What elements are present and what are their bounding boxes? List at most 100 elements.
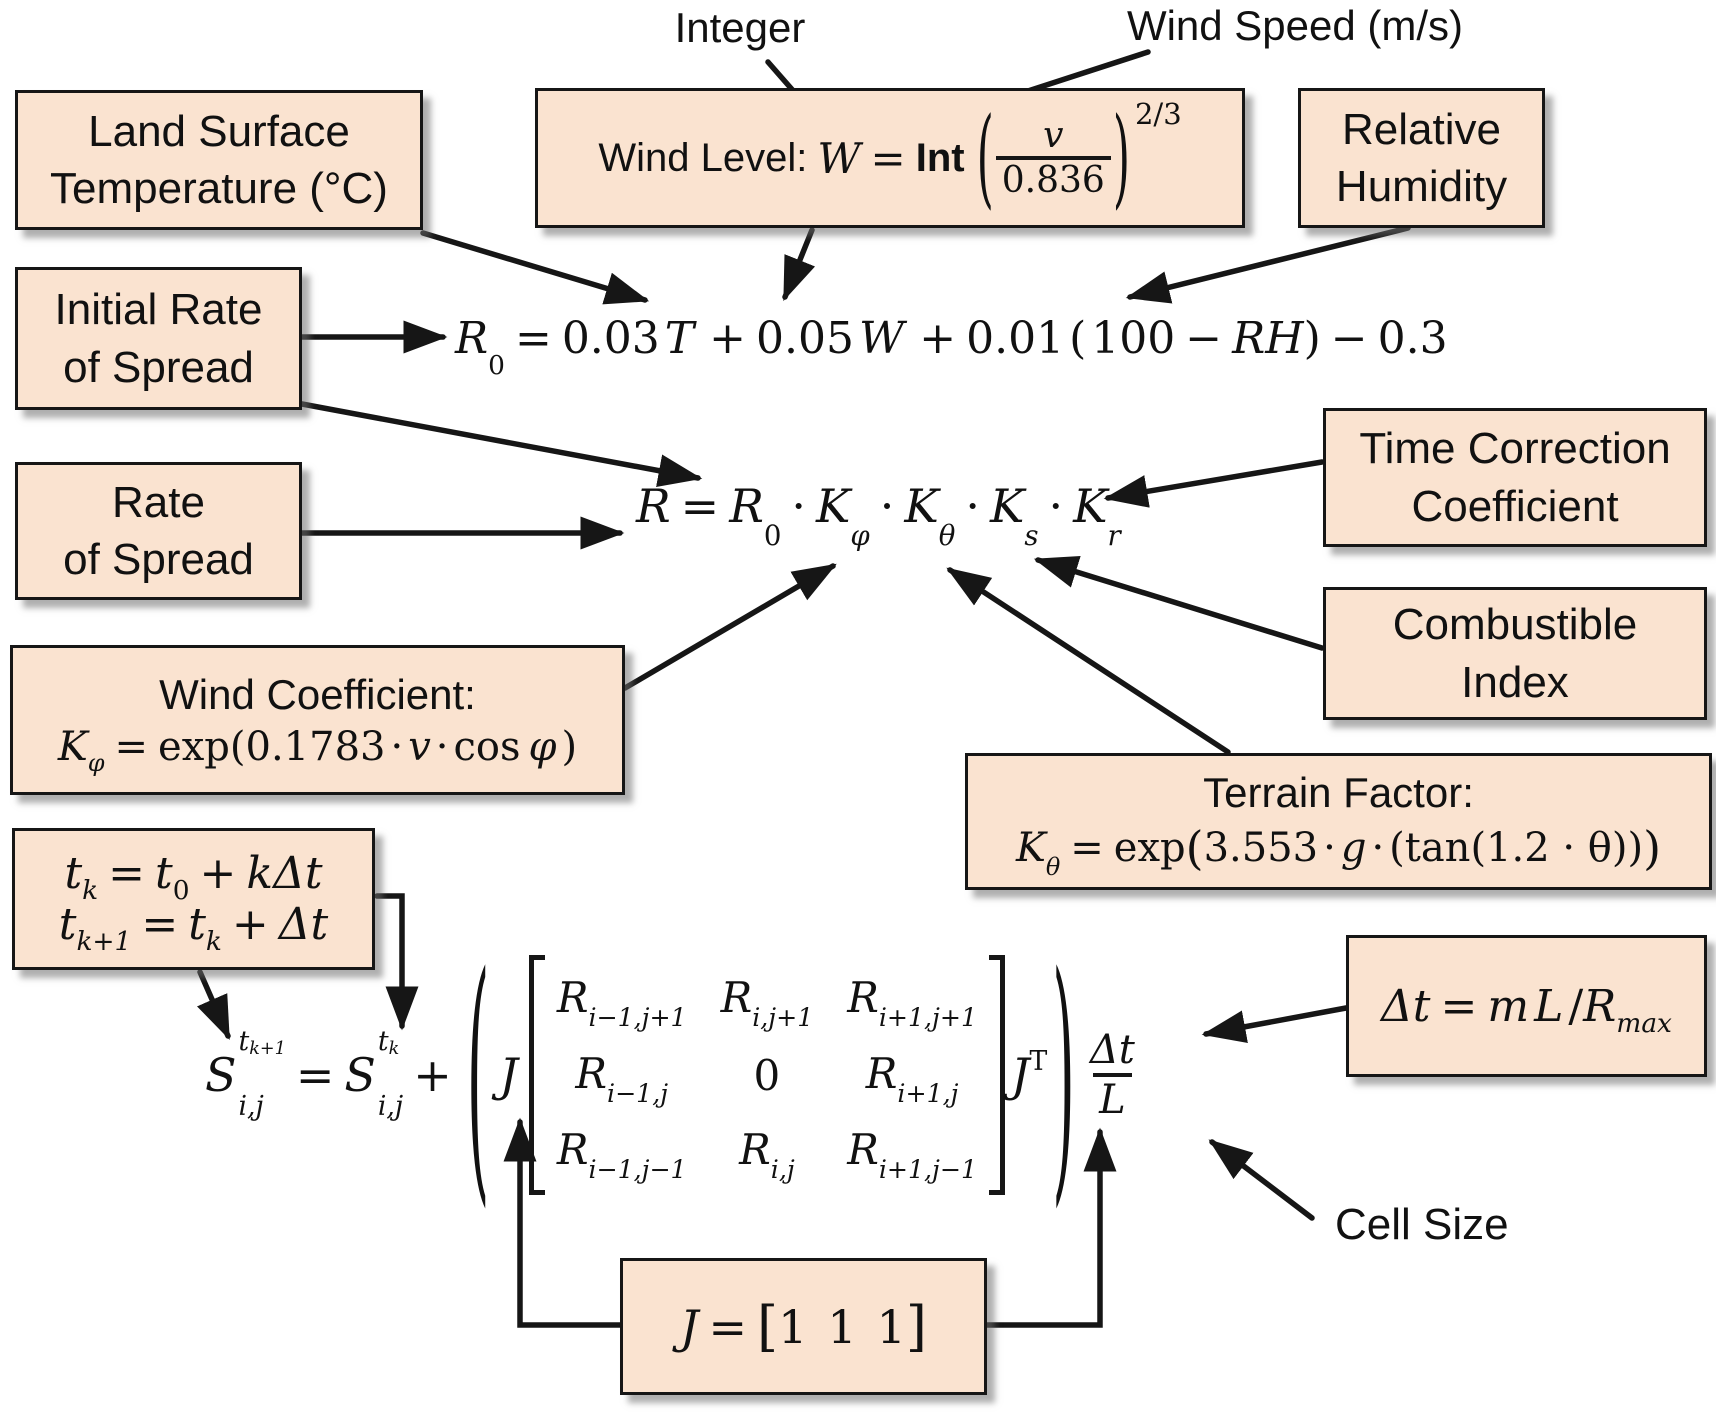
terrain-factor-arrow	[946, 567, 1231, 755]
tf-exp-fn: exp	[1113, 824, 1186, 871]
tf-lp: (	[1185, 820, 1204, 875]
wc-const: 0.1783	[245, 724, 386, 771]
initial-rate-line2: of Spread	[63, 342, 254, 392]
big-open-paren-icon: (	[466, 918, 490, 1232]
tk1-t0sub: 0	[172, 875, 190, 907]
wind-level-numerator: v	[1043, 114, 1064, 156]
tk1-plus: +	[199, 848, 237, 899]
combustible-index-box: Combustible Index	[1323, 587, 1707, 720]
matrix-cell-20: Ri−1,j−1	[556, 1124, 687, 1185]
r-Kr: K	[1073, 479, 1108, 533]
wc-phi: φ	[528, 724, 557, 771]
combustible-line1: Combustible	[1392, 600, 1638, 650]
r0-W: W	[858, 312, 905, 364]
terrain-title: Terrain Factor:	[1203, 769, 1474, 817]
matrix-cell-00: Ri−1,j+1	[556, 972, 687, 1033]
wind-level-w: W	[817, 133, 861, 183]
r-dot3: ·	[965, 479, 980, 533]
r0-base: R	[455, 312, 489, 364]
r-Ks: K	[989, 479, 1025, 533]
wind-level-box: Wind Level: W = Int ( v 0.836 ) 2/3	[535, 88, 1245, 228]
tf-eq: =	[1070, 824, 1104, 871]
integer-label: Integer	[674, 4, 806, 51]
r0-100: 100	[1091, 312, 1176, 364]
s-equation: S tk+1 i,j = S tk i,j + ( J Ri−1,j+1 Ri,…	[205, 919, 1141, 1232]
matrix-close-bracket-icon	[989, 955, 1005, 1195]
r0-RH: RH	[1232, 312, 1304, 364]
matrix-cell-21: Ri,j	[739, 1124, 795, 1185]
tk2-sub: k+1	[76, 926, 132, 958]
r0-rp: )	[1303, 312, 1321, 364]
tk2-dt: Δt	[278, 899, 329, 950]
j-vector-box: J = [ 1 1 1 ]	[620, 1258, 987, 1395]
tk1-eq: =	[108, 848, 146, 899]
matrix-cell-10: Ri−1,j	[575, 1048, 669, 1109]
open-bracket-icon: [	[757, 1295, 779, 1358]
rate-line2: of Spread	[63, 535, 254, 584]
j-one-1: 1	[778, 1299, 808, 1354]
open-paren-icon: (	[976, 95, 994, 221]
cell-size-arrow	[1208, 1139, 1315, 1221]
wind-coefficient-title: Wind Coefficient:	[159, 670, 476, 718]
r0-c1: 0.03	[561, 312, 660, 364]
j-eq: =	[708, 1299, 747, 1354]
dt-L: L	[1534, 980, 1564, 1032]
r0-sub: 0	[488, 350, 505, 382]
s-J: J	[499, 1048, 518, 1102]
matrix-cells: Ri−1,j+1 Ri,j+1 Ri+1,j+1 Ri−1,j 0 Ri+1,j…	[545, 955, 989, 1195]
rate-line1: Rate	[112, 477, 205, 527]
wc-eq: =	[114, 724, 149, 771]
wc-rp: )	[561, 724, 578, 771]
wind-coefficient-arrow	[622, 563, 837, 691]
r0-c3: 0.01	[966, 312, 1065, 364]
big-close-paren-icon: )	[1052, 918, 1075, 1232]
r-Ktheta: K	[904, 479, 939, 533]
tk2-plus: +	[231, 899, 269, 950]
combustible-line2: Index	[1461, 657, 1569, 707]
tk1-t0: t	[155, 848, 173, 899]
r0-minus2: −	[1330, 312, 1368, 364]
wc-lp: (	[229, 724, 246, 771]
tk1-t: t	[64, 848, 83, 899]
land-surface-arrow	[420, 230, 650, 305]
wind-level-exponent: 2/3	[1134, 97, 1182, 131]
tk1-k: k	[246, 848, 274, 899]
rate-of-spread-box: Rate of Spread	[15, 462, 302, 600]
wind-level-arrow	[782, 227, 816, 302]
dt-R: R	[1583, 980, 1617, 1032]
s2-sub: i,j	[377, 1091, 404, 1123]
close-bracket-icon: ]	[905, 1295, 927, 1358]
r0-T: T	[664, 312, 695, 364]
r0-plus1: +	[709, 312, 747, 364]
delta-t-arrow	[1201, 1005, 1349, 1043]
r-Kphi: K	[816, 479, 851, 533]
j-one-3: 1	[876, 1299, 906, 1354]
time-correction-arrow	[1103, 459, 1325, 508]
s1-base: S	[205, 1048, 237, 1102]
tk2-tk: t	[188, 899, 206, 950]
r-dot2: ·	[879, 479, 895, 533]
r-eq-sign: =	[680, 479, 720, 533]
time-correction-line1: Time Correction	[1359, 424, 1671, 474]
tf-g: g	[1340, 824, 1367, 871]
dt-slash: /	[1568, 980, 1584, 1032]
wc-dot2: ·	[435, 724, 449, 771]
relative-humidity-line2: Humidity	[1335, 162, 1508, 211]
tf-inner: (tan(1.2 · θ))	[1389, 824, 1644, 871]
initial-rate-to-r-arrow	[299, 401, 703, 487]
combustible-index-arrow	[1033, 555, 1325, 651]
dt-eq: =	[1440, 980, 1478, 1032]
initial-rate-of-spread-box: Initial Rate of Spread	[15, 267, 302, 410]
j-vector-formula: J = [ 1 1 1 ]	[680, 1295, 927, 1358]
tk1-sub: k	[82, 875, 99, 907]
r-Ks-sub: s	[1024, 518, 1039, 552]
r0-eq-sign: =	[514, 312, 552, 364]
wc-v: v	[408, 724, 431, 771]
r0-c2: 0.05	[756, 312, 854, 364]
